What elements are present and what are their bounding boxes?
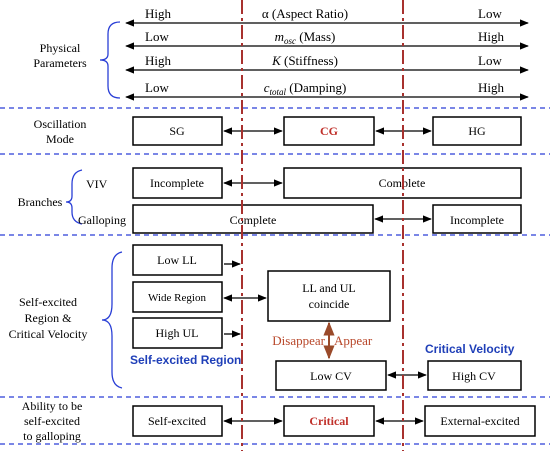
gal-complete-text: Complete (230, 213, 277, 227)
stiffness-left: High (145, 53, 172, 68)
viv-incomplete-box (132, 167, 223, 199)
mass-label: mosc (Mass) (275, 29, 336, 46)
external-excited-text: External-excited (440, 414, 519, 428)
cg-text: CG (320, 124, 338, 138)
high-cv-text: High CV (452, 369, 496, 383)
gal-complete-box (132, 204, 374, 234)
physical-label-1: Physical (40, 41, 81, 55)
ability-label-1: Ability to be (22, 399, 83, 413)
oscillation-label-2: Mode (46, 132, 74, 146)
critical-text: Critical (309, 414, 349, 428)
gal-incomplete-text: Incomplete (450, 213, 504, 227)
self-excited-text: Self-excited (148, 414, 206, 428)
coincide-text-2: coincide (309, 297, 350, 311)
self-excited-label-1: Self-excited (19, 295, 77, 309)
self-excited-box (132, 405, 223, 437)
low-ll-box (132, 244, 223, 276)
mass-left: Low (145, 29, 169, 44)
physical-brace (99, 21, 121, 99)
cg-box (283, 116, 375, 146)
aspect-left: High (145, 6, 172, 21)
high-ul-box (132, 317, 223, 349)
mass-right: High (478, 29, 505, 44)
sg-text: SG (169, 124, 185, 138)
hg-text: HG (468, 124, 486, 138)
ability-label-2: self-excited (24, 414, 80, 428)
low-cv-text: Low CV (310, 369, 352, 383)
disappear-text: Disappear (272, 333, 325, 348)
damping-label: ctotal (Damping) (264, 80, 347, 97)
damping-right: High (478, 80, 505, 95)
self-excited-region-title: Self-excited Region (130, 353, 241, 367)
wide-region-box (132, 281, 223, 313)
high-ul-text: High UL (156, 326, 199, 340)
viv-label: VIV (86, 177, 108, 191)
appear-text: Appear (334, 333, 373, 348)
ability-label-3: to galloping (23, 429, 81, 443)
hg-box (432, 116, 522, 146)
coincide-text-1: LL and UL (302, 281, 356, 295)
low-cv-box (275, 360, 387, 391)
high-cv-box (427, 360, 522, 391)
self-excited-label-3: Critical Velocity (9, 327, 88, 341)
self-excited-brace (101, 251, 123, 389)
gal-incomplete-box (432, 204, 522, 234)
low-ll-text: Low LL (157, 253, 197, 267)
stiffness-right: Low (478, 53, 502, 68)
stiffness-label: K (Stiffness) (271, 53, 338, 68)
viv-incomplete-text: Incomplete (150, 176, 204, 190)
physical-label-2: Parameters (33, 56, 87, 70)
coincide-box (267, 270, 391, 322)
critical-velocity-title: Critical Velocity (425, 342, 515, 356)
damping-left: Low (145, 80, 169, 95)
galloping-label: Galloping (78, 213, 126, 227)
sg-box (132, 116, 223, 146)
wide-region-text: Wide Region (148, 292, 206, 304)
self-excited-label-2: Region & (25, 311, 73, 325)
oscillation-label-1: Oscillation (34, 117, 87, 131)
branches-label: Branches (18, 195, 63, 209)
external-excited-box (424, 405, 536, 437)
critical-box (283, 405, 375, 437)
aspect-right: Low (478, 6, 502, 21)
branches-brace (65, 169, 83, 225)
aspect-label: α (Aspect Ratio) (262, 6, 348, 21)
